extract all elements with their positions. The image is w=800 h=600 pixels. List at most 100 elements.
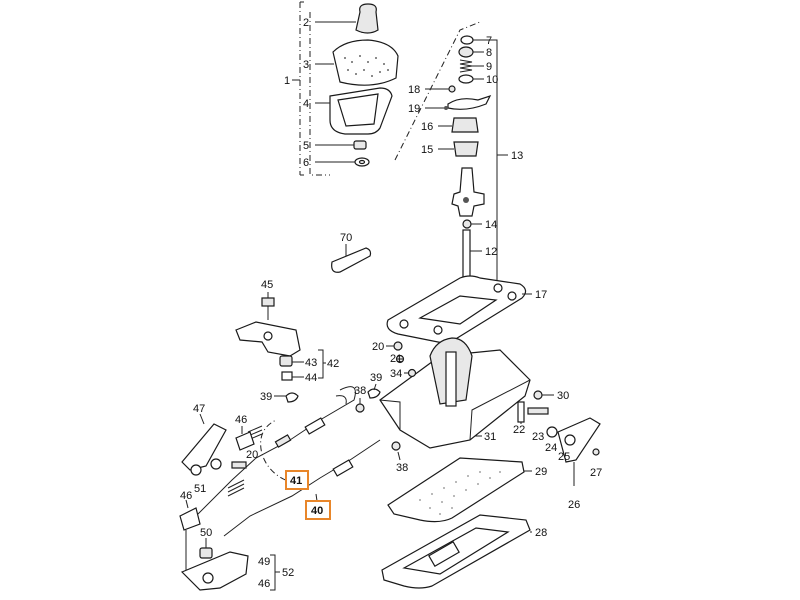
nut-44 xyxy=(281,371,304,381)
label-24: 24 xyxy=(545,442,557,454)
label-17: 17 xyxy=(535,289,547,301)
label-34: 34 xyxy=(390,368,402,380)
label-43: 43 xyxy=(305,357,317,369)
label-10: 10 xyxy=(486,74,498,86)
label-15: 15 xyxy=(421,144,433,156)
callout-labels: 1 2 3 4 5 6 7 8 9 10 12 13 14 15 16 17 1… xyxy=(180,17,602,590)
washer-6 xyxy=(315,157,370,167)
cable-41 xyxy=(197,386,356,515)
highlight-label-40: 40 xyxy=(311,505,323,517)
label-20-upper: 20 xyxy=(372,341,384,353)
housing-31 xyxy=(379,337,531,449)
label-13: 13 xyxy=(511,150,523,162)
clip-left xyxy=(210,458,222,470)
bracket-47 xyxy=(181,413,227,471)
label-51: 51 xyxy=(194,483,206,495)
label-46-b: 46 xyxy=(180,490,192,502)
label-30: 30 xyxy=(557,390,569,402)
clip-19 xyxy=(425,94,492,110)
bolt-20 xyxy=(386,341,403,351)
clip-27 xyxy=(592,448,600,456)
boot-frame xyxy=(315,87,393,135)
highlight-40[interactable]: 40 xyxy=(305,500,331,520)
label-45: 45 xyxy=(261,279,273,291)
lever-49 xyxy=(180,551,249,591)
gasket-17 xyxy=(386,275,532,344)
nut-34 xyxy=(404,368,417,378)
label-39-right: 39 xyxy=(370,372,382,384)
nut-38-upper xyxy=(355,398,365,413)
clip-39-right xyxy=(367,383,381,399)
group-bracket-52 xyxy=(270,554,280,591)
link-46-upper xyxy=(235,426,255,451)
bolt-18 xyxy=(425,85,456,93)
link-46-lower xyxy=(179,499,201,531)
label-50: 50 xyxy=(200,527,212,539)
nut-38-lower xyxy=(391,441,401,461)
base-plate-28 xyxy=(381,514,532,589)
clip-39-left xyxy=(274,392,299,403)
label-21: 21 xyxy=(390,353,402,365)
selector-lever xyxy=(451,167,485,217)
label-4: 4 xyxy=(303,98,309,110)
clip-30 xyxy=(533,390,554,400)
highlight-box-41[interactable] xyxy=(285,470,309,490)
label-16: 16 xyxy=(421,121,433,133)
bolt-45 xyxy=(261,292,275,320)
spring-9 xyxy=(459,59,484,73)
guide-15 xyxy=(438,141,479,157)
bush-24 xyxy=(546,426,558,438)
bolt-23 xyxy=(527,407,549,415)
group-bracket-42 xyxy=(318,349,326,379)
bolt-20-left xyxy=(231,461,247,469)
label-14: 14 xyxy=(485,219,497,231)
label-8: 8 xyxy=(486,47,492,59)
label-25: 25 xyxy=(558,451,570,463)
label-38-upper: 38 xyxy=(354,385,366,397)
gear-boot xyxy=(315,39,399,86)
seat-10 xyxy=(458,74,484,84)
label-19: 19 xyxy=(408,103,420,115)
bolt-21 xyxy=(395,354,405,364)
label-29: 29 xyxy=(535,466,547,478)
washer-51 xyxy=(190,464,202,476)
label-1: 1 xyxy=(284,75,290,87)
highlight-41[interactable]: 41 xyxy=(285,470,309,490)
highlight-label-41: 41 xyxy=(290,475,302,487)
lever-25 xyxy=(557,417,601,463)
label-44: 44 xyxy=(305,372,317,384)
label-31: 31 xyxy=(484,431,496,443)
bush-8 xyxy=(458,46,484,58)
group-bracket-1 xyxy=(292,1,304,176)
label-5: 5 xyxy=(303,140,309,152)
label-9: 9 xyxy=(486,61,492,73)
nut-43 xyxy=(279,355,304,367)
label-6: 6 xyxy=(303,157,309,169)
label-52: 52 xyxy=(282,567,294,579)
label-18: 18 xyxy=(408,84,420,96)
label-70: 70 xyxy=(340,232,352,244)
label-23: 23 xyxy=(532,431,544,443)
label-26: 26 xyxy=(568,499,580,511)
label-47: 47 xyxy=(193,403,205,415)
label-42: 42 xyxy=(327,358,339,370)
highlight-box-40[interactable] xyxy=(305,500,331,520)
nut-14 xyxy=(462,219,482,229)
label-3: 3 xyxy=(303,59,309,71)
guide-16 xyxy=(438,117,479,133)
label-39-left: 39 xyxy=(260,391,272,403)
label-20-left: 20 xyxy=(246,449,258,461)
nut-5 xyxy=(315,140,367,150)
bracket-42 xyxy=(235,321,301,357)
label-46-c: 46 xyxy=(258,578,270,590)
label-28: 28 xyxy=(535,527,547,539)
label-12: 12 xyxy=(485,246,497,258)
cap-7 xyxy=(460,35,484,45)
label-2: 2 xyxy=(303,17,309,29)
grease-tube-70 xyxy=(331,244,372,273)
insulation-29 xyxy=(387,457,532,523)
label-49: 49 xyxy=(258,556,270,568)
label-7: 7 xyxy=(486,35,492,47)
label-46-a: 46 xyxy=(235,414,247,426)
